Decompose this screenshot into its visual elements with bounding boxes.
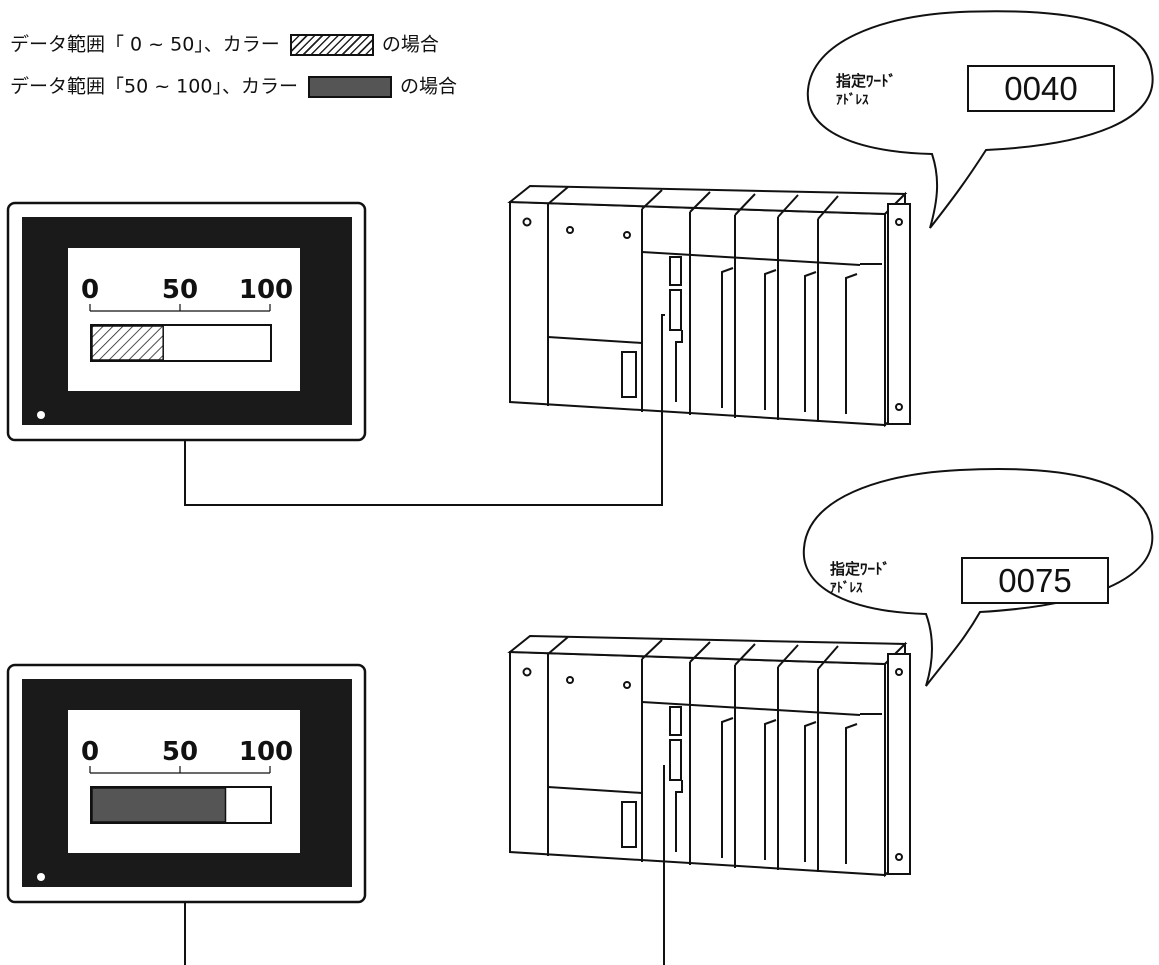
value-display-1: 0040 xyxy=(1004,70,1077,107)
value-box-1 xyxy=(967,65,1115,112)
scale-label-100: 100 xyxy=(239,275,293,305)
value-box-2 xyxy=(961,557,1109,604)
bar-fill-2 xyxy=(91,787,227,823)
scale-label-50: 50 xyxy=(162,275,198,305)
legend-row-1: データ範囲「 0 ~ 50」、カラー の場合 xyxy=(10,32,439,57)
hatched-swatch xyxy=(289,33,374,56)
callout-label-line1: 指定ﾜｰﾄﾞ xyxy=(836,72,896,90)
scenario-1: 0 50 100 指定ﾜｰﾄﾞ ｱﾄﾞﾚｽ 0040 xyxy=(6,10,1154,506)
value-display-2: 0075 xyxy=(998,562,1071,599)
callout-label-line1-b: 指定ﾜｰﾄﾞ xyxy=(830,560,890,578)
bar-fill-1 xyxy=(91,325,164,361)
solid-swatch xyxy=(307,75,392,98)
callout-label-line2-b: ｱﾄﾞﾚｽ xyxy=(830,580,863,596)
callout-1: 指定ﾜｰﾄﾞ ｱﾄﾞﾚｽ 0040 xyxy=(806,10,1154,229)
legend-row-1-suffix: の場合 xyxy=(381,33,439,56)
scenario-2: 0 50 100 指定ﾜｰﾄﾞ ｱﾄﾞﾚｽ 0075 xyxy=(6,468,1154,965)
plc-rack-1 xyxy=(499,171,911,426)
scale-label-0: 0 xyxy=(81,275,99,305)
callout-2: 指定ﾜｰﾄﾞ ｱﾄﾞﾚｽ 0075 xyxy=(802,468,1154,687)
scale-label-50-b: 50 xyxy=(162,737,198,767)
legend-row-1-prefix: データ範囲「 0 ~ 50」、カラー xyxy=(10,33,280,56)
plc-rack-2 xyxy=(499,621,911,876)
cable-1 xyxy=(184,314,665,506)
legend-row-2: データ範囲「50 ~ 100」、カラー の場合 xyxy=(10,74,457,99)
legend-row-2-suffix: の場合 xyxy=(399,75,457,98)
legend-row-2-prefix: データ範囲「50 ~ 100」、カラー xyxy=(10,75,298,98)
callout-label-line2: ｱﾄﾞﾚｽ xyxy=(836,92,869,108)
scale-label-100-b: 100 xyxy=(239,737,293,767)
hmi-panel-1: 0 50 100 xyxy=(6,201,367,442)
scale-label-0-b: 0 xyxy=(81,737,99,767)
hmi-panel-2: 0 50 100 xyxy=(6,663,367,904)
